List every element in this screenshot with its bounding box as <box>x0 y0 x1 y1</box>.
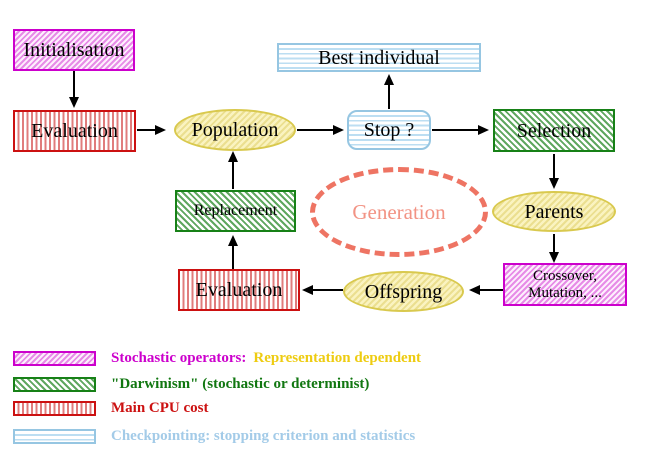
arrow-line <box>232 162 234 189</box>
node-best-individual-label: Best individual <box>318 46 440 69</box>
node-best-individual: Best individual <box>277 43 481 72</box>
node-stop: Stop ? <box>347 110 431 150</box>
arrowhead-up-icon <box>228 151 238 162</box>
arrow-line <box>73 71 75 98</box>
arrowhead-up-icon <box>228 235 238 246</box>
legend-row-darwinism: "Darwinism" (stochastic or determinist) <box>13 376 369 393</box>
legend-row-cpu-cost: Main CPU cost <box>13 400 209 417</box>
node-offspring: Offspring <box>343 271 464 312</box>
node-initialisation: Initialisation <box>13 29 135 71</box>
arrow-line <box>553 154 555 178</box>
arrowhead-down-icon <box>69 97 79 108</box>
arrow-line <box>232 246 234 269</box>
legend-label-stochastic: Stochastic operators: <box>111 350 247 366</box>
generation-label: Generation <box>352 199 446 224</box>
legend-row-stochastic: Stochastic operators: Representation dep… <box>13 350 421 367</box>
arrowhead-down-icon <box>549 252 559 263</box>
arrow-line <box>432 129 478 131</box>
legend-label-darwinism: "Darwinism" (stochastic or determinist) <box>111 376 370 392</box>
arrow-line <box>553 234 555 253</box>
legend-swatch-darwinism <box>13 377 96 392</box>
legend-swatch-checkpointing <box>13 429 96 444</box>
node-crossover-line1: Crossover, <box>533 268 597 284</box>
node-replacement-label: Replacement <box>193 202 278 220</box>
arrowhead-down-icon <box>549 178 559 189</box>
arrow-line <box>137 129 155 131</box>
legend-label-representation: Representation dependent <box>253 350 422 366</box>
node-stop-label: Stop ? <box>363 119 415 141</box>
arrow-line <box>313 289 343 291</box>
node-replacement: Replacement <box>175 190 296 232</box>
arrowhead-left-icon <box>302 285 313 295</box>
node-initialisation-label: Initialisation <box>23 39 125 61</box>
node-parents-label: Parents <box>524 200 584 223</box>
legend-swatch-cpu-cost <box>13 401 96 416</box>
node-selection-label: Selection <box>516 119 592 142</box>
arrowhead-right-icon <box>155 125 166 135</box>
legend-label-checkpointing: Checkpointing: stopping criterion and st… <box>111 428 416 444</box>
generation-loop-ellipse: Generation <box>310 167 488 257</box>
node-population: Population <box>174 109 296 151</box>
node-evaluation-top: Evaluation <box>13 110 136 152</box>
node-crossover-line2: Mutation, ... <box>528 284 602 301</box>
node-offspring-label: Offspring <box>364 280 443 303</box>
legend-row-checkpointing: Checkpointing: stopping criterion and st… <box>13 428 415 445</box>
arrowhead-right-icon <box>478 125 489 135</box>
legend-label-cpu-cost: Main CPU cost <box>111 400 209 416</box>
node-crossover-mutation: Crossover, Mutation, ... <box>503 263 627 306</box>
node-parents: Parents <box>492 191 616 232</box>
arrow-line <box>480 289 503 291</box>
node-population-label: Population <box>191 119 279 141</box>
node-evaluation-top-label: Evaluation <box>31 120 118 142</box>
node-selection: Selection <box>493 109 615 152</box>
arrowhead-left-icon <box>469 285 480 295</box>
legend-swatch-stochastic <box>13 351 96 366</box>
arrowhead-right-icon <box>333 125 344 135</box>
arrow-line <box>297 129 333 131</box>
arrowhead-up-icon <box>384 74 394 85</box>
arrow-line <box>388 85 390 109</box>
node-evaluation-bottom-label: Evaluation <box>195 279 283 301</box>
node-evaluation-bottom: Evaluation <box>178 269 300 311</box>
